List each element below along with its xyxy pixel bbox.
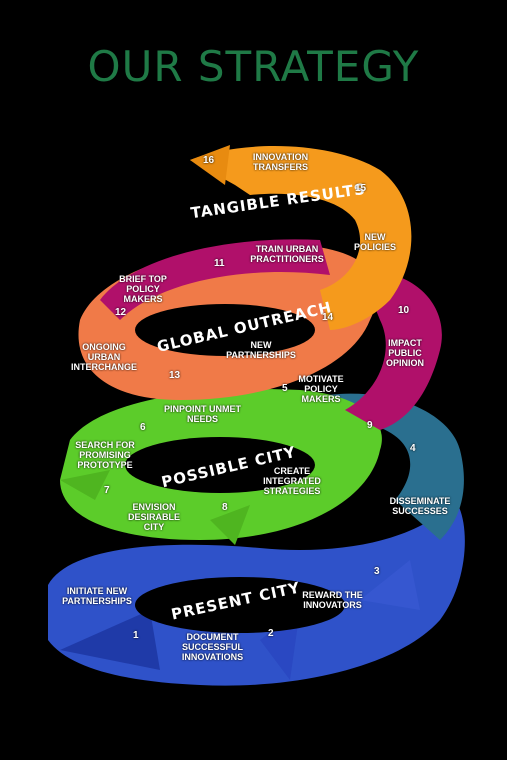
arrow-7 bbox=[60, 470, 110, 500]
ring-tangible-results bbox=[190, 146, 412, 330]
step-label: NEW POLICIES bbox=[353, 232, 396, 252]
step-label: PINPOINT UNMET NEEDS bbox=[163, 404, 241, 424]
step-number: 11 bbox=[214, 258, 225, 269]
step-label: NEW PARTNERSHIPS bbox=[226, 340, 296, 360]
step-number: 3 bbox=[374, 566, 380, 577]
step-number: 12 bbox=[115, 307, 127, 318]
step-label: SEARCH FOR PROMISING PROTOTYPE bbox=[75, 440, 135, 470]
step-number: 6 bbox=[140, 422, 146, 433]
step-label: DISSEMINATE SUCCESSES bbox=[389, 496, 451, 516]
step-label: BRIEF TOP POLICY MAKERS bbox=[119, 274, 167, 304]
page-title: OUR STRATEGY bbox=[87, 42, 420, 91]
step-label: REWARD THE INNOVATORS bbox=[302, 590, 363, 610]
step-number: 2 bbox=[268, 628, 274, 639]
step-label: INNOVATION TRANSFERS bbox=[252, 152, 309, 172]
step-number: 5 bbox=[282, 383, 288, 394]
step-label: TRAIN URBAN PRACTITIONERS bbox=[250, 244, 324, 264]
step-label: ENVISION DESIRABLE CITY bbox=[127, 502, 180, 532]
arrow-8 bbox=[210, 505, 250, 545]
step-number: 8 bbox=[222, 502, 228, 513]
step-label: DOCUMENT SUCCESSFUL INNOVATIONS bbox=[181, 632, 244, 662]
step-number: 10 bbox=[398, 305, 410, 316]
step-number: 9 bbox=[367, 420, 373, 431]
step-number: 1 bbox=[133, 630, 139, 641]
step-label: CREATE INTEGRATED STRATEGIES bbox=[263, 466, 321, 496]
step-number: 4 bbox=[410, 443, 416, 454]
step-number: 13 bbox=[169, 370, 181, 381]
step-number: 7 bbox=[104, 485, 110, 496]
step-label: INITIATE NEW PARTNERSHIPS bbox=[62, 586, 132, 606]
step-label: MOTIVATE POLICY MAKERS bbox=[298, 374, 344, 404]
step-number: 16 bbox=[203, 155, 215, 166]
step-label: IMPACT PUBLIC OPINION bbox=[385, 338, 424, 368]
band-teal bbox=[300, 393, 464, 540]
arrow-16 bbox=[190, 145, 230, 185]
arrow-1 bbox=[60, 610, 160, 670]
step-number: 14 bbox=[322, 312, 334, 323]
arc-magenta-top bbox=[100, 239, 330, 320]
step-number: 15 bbox=[355, 183, 367, 194]
band-magenta bbox=[345, 270, 442, 430]
step-label: ONGOING URBAN INTERCHANGE bbox=[70, 342, 137, 372]
arrow-3 bbox=[360, 560, 420, 610]
